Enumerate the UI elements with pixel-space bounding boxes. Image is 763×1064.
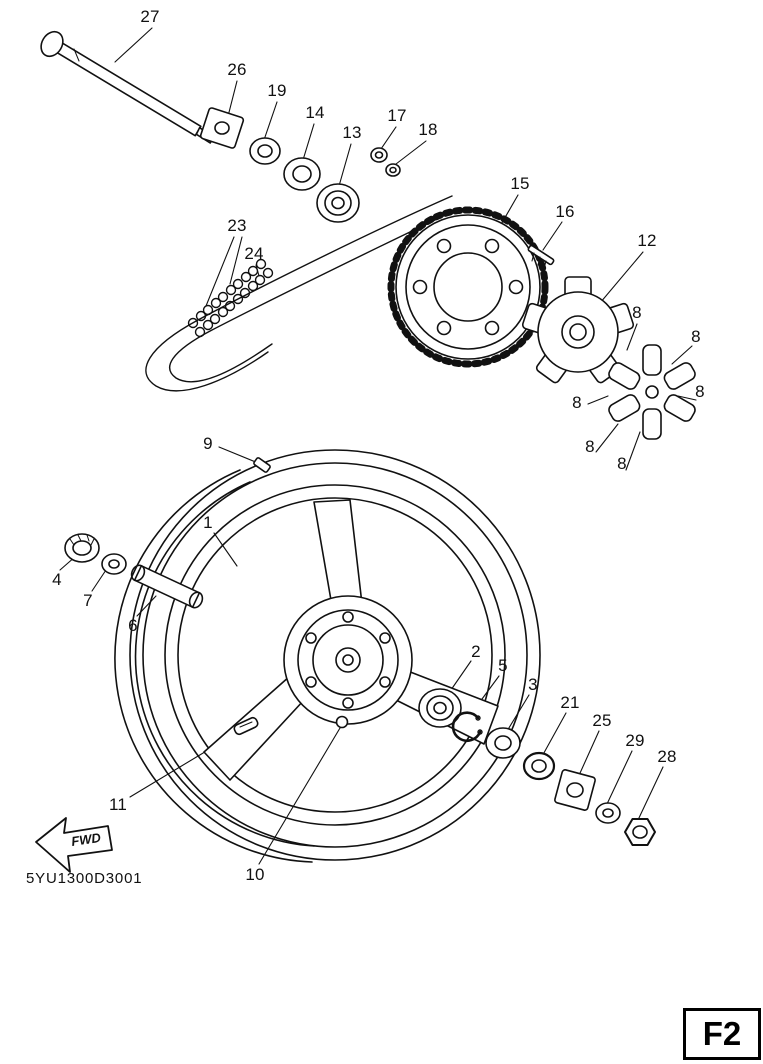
bearing-13	[316, 183, 360, 223]
drawing-code: 5YU1300D3001	[26, 870, 143, 887]
callout-13: 13	[342, 123, 362, 142]
callout-6: 6	[128, 616, 138, 635]
callout-4: 4	[52, 570, 62, 589]
chain-adjuster-block	[199, 107, 245, 149]
chain-links	[187, 258, 274, 338]
axle-shaft	[40, 30, 215, 144]
oil-seal-3	[485, 727, 521, 759]
rear-sprocket	[387, 206, 549, 368]
callout-26: 26	[227, 60, 247, 79]
callout-8e: 8	[585, 437, 595, 456]
collar-7	[101, 553, 127, 575]
callout-14: 14	[305, 103, 325, 122]
callout-8d: 8	[572, 393, 582, 412]
callout-15: 15	[510, 174, 530, 193]
washer-18	[385, 163, 401, 177]
callout-24: 24	[244, 244, 264, 263]
oil-seal-14	[283, 157, 321, 191]
bearing-2	[418, 688, 462, 728]
callout-2: 2	[471, 642, 481, 661]
washer-29	[595, 802, 621, 824]
drive-chain	[145, 195, 457, 392]
fwd-arrow-label: FWD	[70, 830, 102, 849]
callout-8c: 8	[695, 382, 705, 401]
axle-nut-28	[624, 818, 656, 846]
balance-weight	[233, 716, 259, 736]
damper-hub	[521, 276, 635, 384]
callout-11: 11	[108, 795, 128, 814]
rubber-dampers	[608, 344, 696, 440]
chain-puller-plate-25	[554, 769, 596, 811]
callout-1: 1	[203, 513, 213, 532]
collar-19	[249, 137, 281, 165]
callout-27: 27	[140, 7, 160, 26]
callout-12: 12	[637, 231, 657, 250]
callout-16: 16	[555, 202, 575, 221]
callout-25: 25	[592, 711, 612, 730]
circlip-5	[451, 711, 483, 742]
callout-10: 10	[245, 865, 265, 884]
callout-18: 18	[418, 120, 438, 139]
callout-5: 5	[498, 656, 508, 675]
callout-7: 7	[83, 591, 93, 610]
callout-9: 9	[203, 434, 213, 453]
callout-29: 29	[625, 731, 645, 750]
valve-stem	[253, 457, 271, 473]
callout-21: 21	[560, 693, 580, 712]
hub-bolt	[335, 715, 349, 729]
callout-3: 3	[528, 675, 538, 694]
page-reference-label: F2	[702, 1015, 742, 1052]
callout-28: 28	[657, 747, 677, 766]
callout-17: 17	[387, 106, 407, 125]
callout-23: 23	[227, 216, 247, 235]
fwd-arrow: FWD	[35, 817, 113, 873]
callout-19: 19	[267, 81, 287, 100]
callout-8a: 8	[632, 303, 642, 322]
collar-21	[522, 751, 556, 781]
spacer-tube-6	[130, 564, 204, 609]
washer-17	[370, 147, 388, 163]
bearing-spacer-4	[64, 533, 100, 563]
page-reference-box: F2	[683, 1008, 761, 1060]
sprocket-stud	[527, 244, 555, 270]
callout-8f: 8	[617, 454, 627, 473]
callout-8b: 8	[691, 327, 701, 346]
